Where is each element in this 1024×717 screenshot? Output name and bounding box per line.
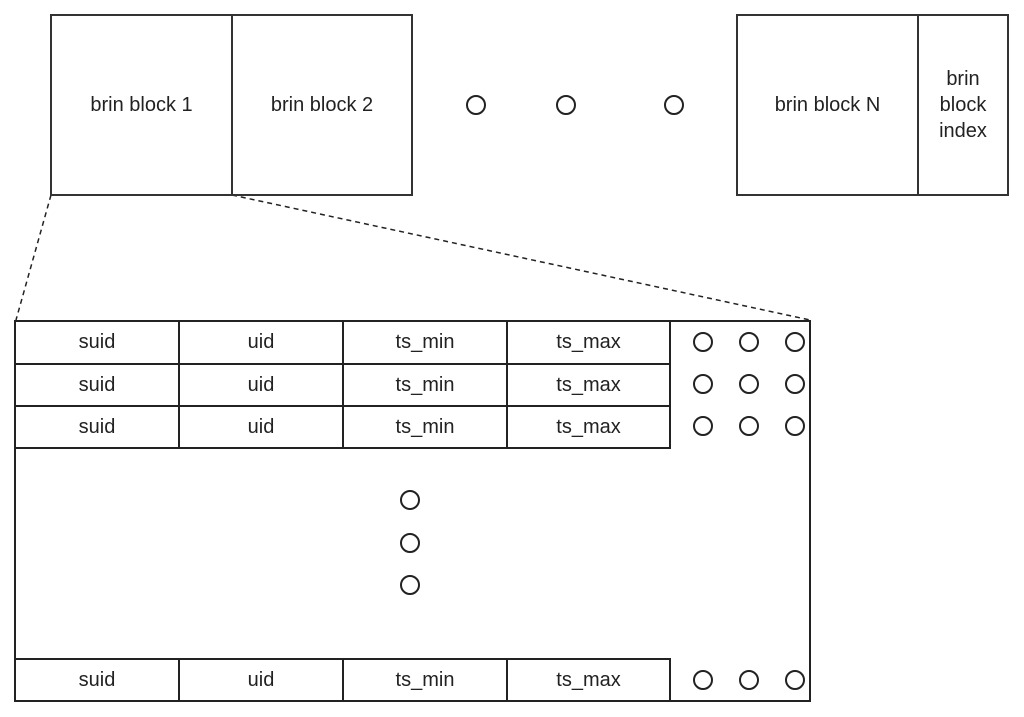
cell-text: suid: [78, 373, 116, 396]
cell-text: ts_max: [556, 373, 621, 396]
cell-uid: uid: [178, 405, 344, 449]
cell-text: ts_min: [395, 668, 455, 691]
vertical-ellipsis-dot: [400, 575, 420, 595]
cell-text: uid: [247, 331, 275, 353]
cell-text: uid: [247, 668, 275, 691]
cell-ts-min: ts_min: [342, 363, 508, 407]
ellipsis-dot-2: [556, 95, 576, 115]
row-ellipsis-dot: [739, 374, 759, 394]
cell-text: suid: [78, 668, 116, 691]
ellipsis-dot-3: [664, 95, 684, 115]
brin-block-2-label: brin block 2: [270, 94, 374, 116]
cell-text: ts_min: [395, 373, 455, 396]
brin-block-index-label: brin block index: [939, 68, 987, 142]
cell-text: ts_max: [556, 415, 621, 438]
row-ellipsis-dot: [785, 374, 805, 394]
zoom-line-left: [15, 194, 52, 321]
row-ellipsis-dot: [693, 332, 713, 352]
cell-ts-max: ts_max: [506, 320, 671, 365]
row-ellipsis-dot: [785, 416, 805, 436]
cell-uid: uid: [178, 320, 344, 365]
cell-text: ts_max: [556, 331, 621, 353]
vertical-ellipsis-dot: [400, 533, 420, 553]
cell-ts-min: ts_min: [342, 405, 508, 449]
cell-text: suid: [78, 415, 116, 438]
cell-ts-max: ts_max: [506, 405, 671, 449]
cell-ts-min: ts_min: [342, 658, 508, 702]
cell-suid: suid: [14, 363, 180, 407]
brin-block-1: brin block 1: [50, 14, 233, 196]
brin-block-index: brin block index: [917, 14, 1009, 196]
ellipsis-dot-1: [466, 95, 486, 115]
cell-suid: suid: [14, 405, 180, 449]
cell-text: ts_max: [556, 668, 621, 691]
brin-block-1-label: brin block 1: [90, 94, 193, 116]
row-ellipsis-dot: [693, 670, 713, 690]
cell-uid: uid: [178, 363, 344, 407]
row-ellipsis-dot: [785, 670, 805, 690]
row-ellipsis-dot: [739, 670, 759, 690]
row-ellipsis-dot: [739, 332, 759, 352]
cell-suid: suid: [14, 320, 180, 365]
brin-block-n: brin block N: [736, 14, 919, 196]
cell-ts-max: ts_max: [506, 363, 671, 407]
cell-text: suid: [78, 331, 116, 353]
brin-block-2: brin block 2: [231, 14, 413, 196]
cell-text: uid: [247, 415, 275, 438]
cell-ts-min: ts_min: [342, 320, 508, 365]
cell-ts-max: ts_max: [506, 658, 671, 702]
row-ellipsis-dot: [693, 374, 713, 394]
row-ellipsis-dot: [785, 332, 805, 352]
cell-uid: uid: [178, 658, 344, 702]
cell-text: uid: [247, 373, 275, 396]
vertical-ellipsis-dot: [400, 490, 420, 510]
cell-text: ts_min: [395, 415, 455, 438]
cell-suid: suid: [14, 658, 180, 702]
zoom-line-right: [231, 194, 811, 321]
cell-text: ts_min: [395, 331, 455, 353]
brin-block-n-label: brin block N: [774, 94, 881, 116]
row-ellipsis-dot: [693, 416, 713, 436]
row-ellipsis-dot: [739, 416, 759, 436]
